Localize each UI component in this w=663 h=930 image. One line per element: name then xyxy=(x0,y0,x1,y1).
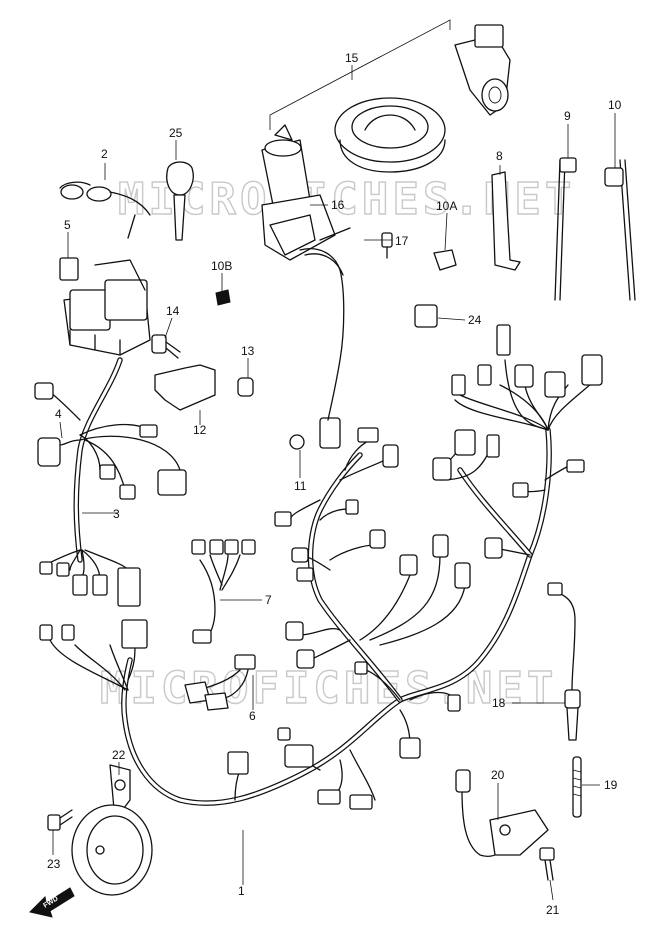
callout-5: 5 xyxy=(64,218,71,232)
harness-connectors xyxy=(39,324,603,810)
callout-11: 11 xyxy=(294,479,307,493)
callout-10: 10 xyxy=(608,98,622,112)
callout-19: 19 xyxy=(604,778,618,792)
side-stand-switch xyxy=(455,769,549,857)
leader-lines xyxy=(52,65,616,901)
bolt-10b xyxy=(215,289,231,306)
callout-10a: 10A xyxy=(436,199,457,213)
callout-22: 22 xyxy=(112,748,126,762)
callout-23: 23 xyxy=(47,857,61,871)
bolt-11 xyxy=(289,434,305,450)
callout-9: 9 xyxy=(564,109,571,123)
spring-clip xyxy=(59,181,151,239)
sub-harness xyxy=(34,259,187,607)
wire-band-9 xyxy=(554,157,577,301)
spring-pin xyxy=(572,756,582,818)
collar xyxy=(237,377,254,397)
callout-18: 18 xyxy=(492,696,506,710)
sub-harness-7 xyxy=(191,539,256,644)
clamp-10a xyxy=(433,249,457,271)
bolt-17 xyxy=(381,232,393,259)
watermark-bottom: MICROFICHES.NET xyxy=(100,663,557,714)
callout-21: 21 xyxy=(546,903,560,917)
fuse xyxy=(59,257,79,281)
callout-12: 12 xyxy=(193,423,207,437)
callout-8: 8 xyxy=(496,149,503,163)
callout-24: 24 xyxy=(468,313,482,327)
bolt-14 xyxy=(151,334,181,359)
callout-1: 1 xyxy=(238,884,245,898)
part-24 xyxy=(414,304,438,328)
ignition-key xyxy=(166,161,194,241)
callout-numbers: 1 2 3 4 5 6 7 8 9 10 10A 10B 11 12 13 14… xyxy=(47,51,622,917)
callout-13: 13 xyxy=(241,344,255,358)
callout-2: 2 xyxy=(101,147,108,161)
callout-4: 4 xyxy=(55,407,62,421)
bracket-8 xyxy=(491,171,521,271)
bolt-21 xyxy=(539,847,555,881)
bracket xyxy=(154,364,216,411)
callout-10b: 10B xyxy=(211,259,232,273)
ignition-switch-assembly xyxy=(261,19,511,421)
oxygen-sensor xyxy=(547,582,581,741)
callout-6: 6 xyxy=(249,709,256,723)
forward-direction-arrow: FWD xyxy=(29,887,75,918)
callout-14: 14 xyxy=(166,304,180,318)
callout-17: 17 xyxy=(395,234,409,248)
callout-16: 16 xyxy=(331,198,345,212)
callout-3: 3 xyxy=(113,507,120,521)
bolt-23 xyxy=(47,809,73,831)
horn xyxy=(71,764,153,896)
wire-band-10 xyxy=(604,159,636,301)
callout-15: 15 xyxy=(345,51,359,65)
callout-20: 20 xyxy=(491,768,505,782)
sub-harness-6 xyxy=(184,654,256,711)
callout-7: 7 xyxy=(265,593,272,607)
callout-25: 25 xyxy=(169,126,183,140)
